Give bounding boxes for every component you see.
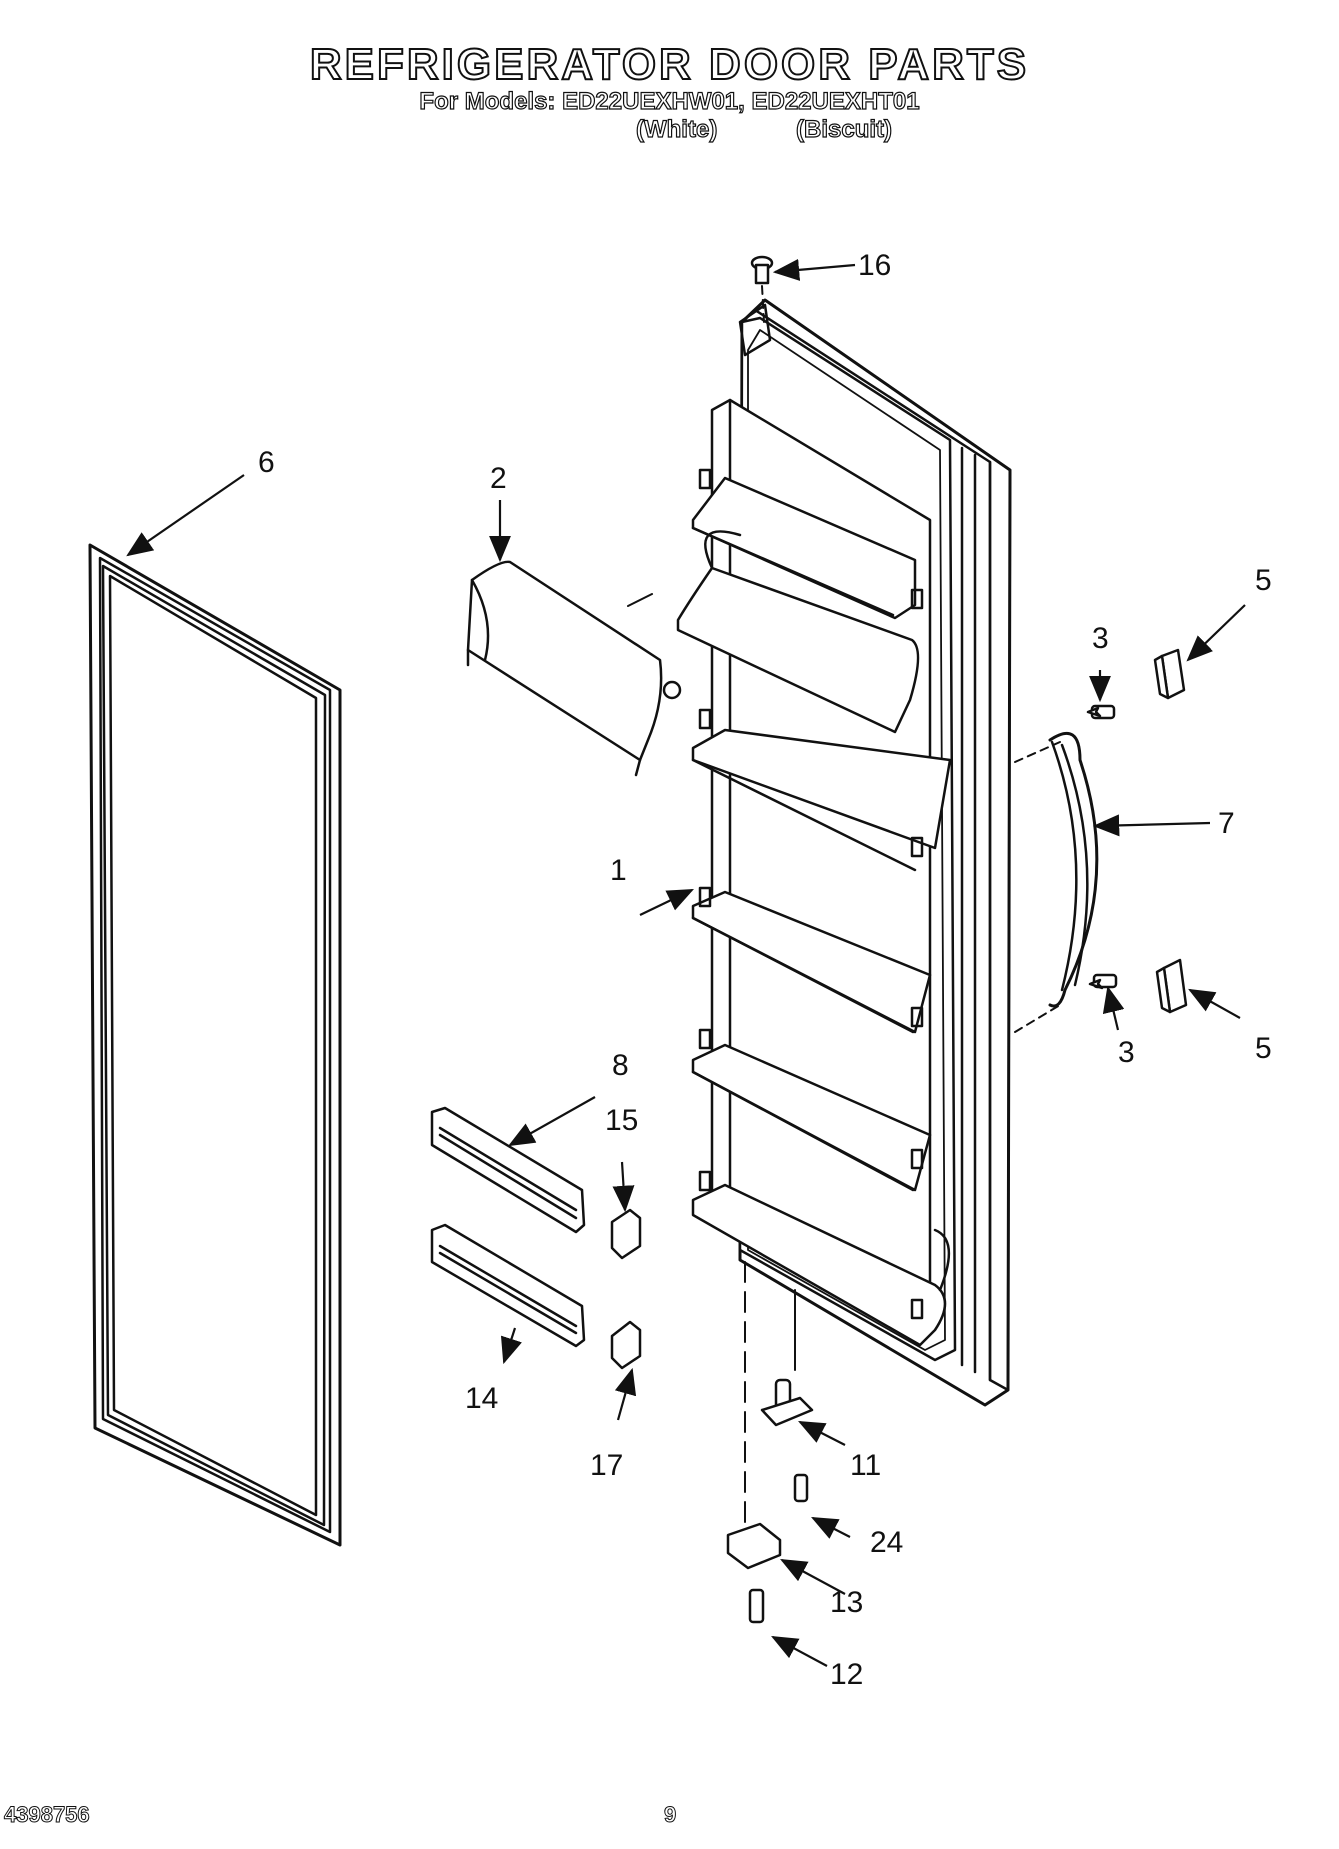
- callout-14: 14: [465, 1382, 498, 1415]
- part-5-cap-lower: [1155, 958, 1188, 1014]
- variant-white: (White): [635, 115, 718, 143]
- part-24-screw: [793, 1473, 809, 1503]
- callout-11: 11: [850, 1449, 881, 1482]
- door-gasket: [88, 543, 342, 1547]
- part-8-trim: [430, 1106, 586, 1234]
- variant-biscuit: (Biscuit): [795, 115, 892, 143]
- part-13-hinge: [726, 1522, 782, 1570]
- callout-17: 17: [590, 1449, 623, 1482]
- page-number: 9: [663, 1802, 677, 1828]
- part-14-trim: [430, 1223, 586, 1348]
- part-16-plug: [750, 255, 774, 323]
- part-15-end-cap: [610, 1208, 642, 1260]
- callout-2: 2: [490, 462, 507, 495]
- callout-12: 12: [830, 1658, 863, 1691]
- part-3-screw-lower: [1088, 973, 1118, 990]
- callout-8: 8: [612, 1049, 629, 1082]
- callout-16: 16: [858, 249, 891, 282]
- part-12-screw: [748, 1588, 765, 1624]
- callout-13: 13: [830, 1586, 863, 1619]
- callout-15: 15: [605, 1104, 638, 1137]
- callout-7: 7: [1218, 807, 1235, 840]
- callout-5-lower: 5: [1255, 1032, 1272, 1065]
- callout-1: 1: [610, 854, 627, 887]
- door-liner: [676, 298, 1012, 1407]
- callout-3-upper: 3: [1092, 622, 1109, 655]
- part-2-dairy-door: [466, 560, 682, 777]
- page-title: REFRIGERATOR DOOR PARTS: [309, 39, 1030, 90]
- part-11-hinge-pin: [760, 1378, 814, 1427]
- part-3-screw-upper: [1086, 704, 1116, 720]
- part-17-end-cap: [610, 1320, 642, 1370]
- models-line: For Models: ED22UEXHW01, ED22UEXHT01: [419, 87, 920, 115]
- part-5-cap-upper: [1153, 648, 1186, 700]
- callout-5-upper: 5: [1255, 564, 1272, 597]
- leader-lines: [126, 258, 1246, 1667]
- callout-6: 6: [258, 446, 275, 479]
- document-number: 4398756: [4, 1802, 91, 1828]
- callout-3-lower: 3: [1118, 1036, 1135, 1069]
- callout-24: 24: [870, 1526, 903, 1559]
- part-7-handle: [1014, 731, 1099, 1033]
